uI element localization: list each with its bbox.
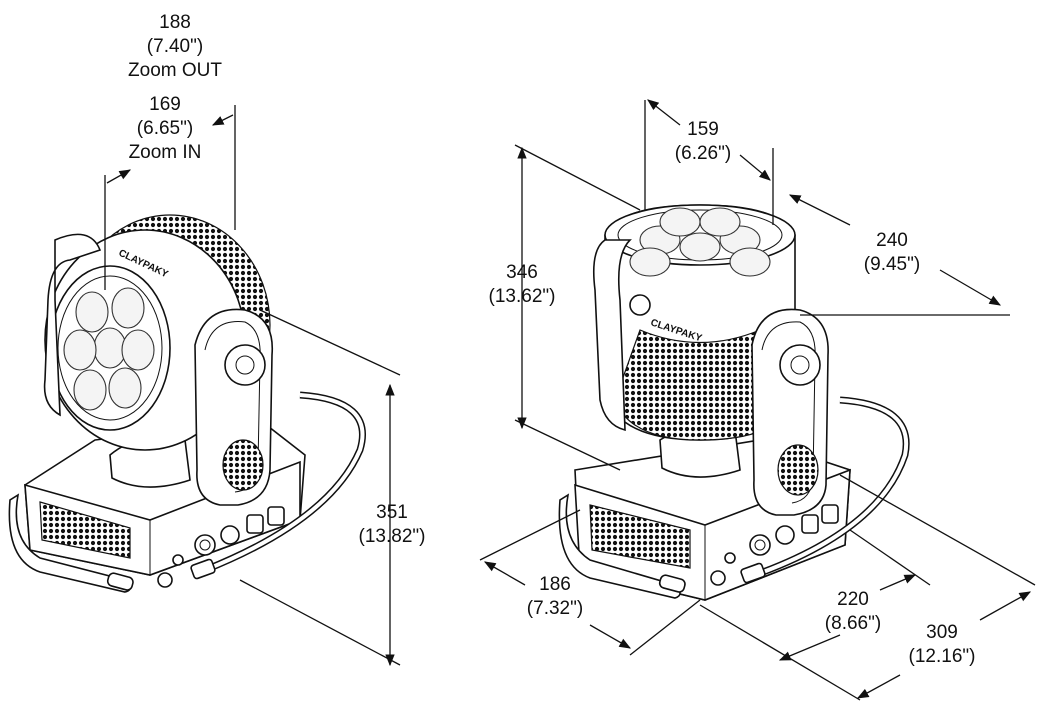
right-dimensions: 159 (6.26") 240 (9.45") 346 (13.62") 186…	[479, 99, 1036, 701]
right-height-inch: (13.62")	[489, 286, 556, 307]
left-head: CLAYPAKY	[43, 214, 274, 506]
right-height-mm: 346	[506, 262, 538, 283]
left-dimensions: 188 (7.40") Zoom OUT 169 (6.65") Zoom IN…	[104, 12, 426, 667]
right-total-depth-mm: 309	[926, 622, 958, 643]
left-height-inch: (13.82")	[359, 526, 426, 547]
left-height-mm: 351	[376, 502, 408, 523]
left-zoom-out-width-mm: 188	[159, 12, 191, 33]
left-zoom-in-label: Zoom IN	[129, 142, 202, 163]
right-base-depth-mm: 220	[837, 589, 869, 610]
left-zoom-in-width-inch: (6.65")	[137, 118, 193, 139]
right-lens-cluster	[629, 207, 771, 277]
left-lens-cluster	[63, 287, 155, 411]
right-head-depth-inch: (9.45")	[864, 254, 920, 275]
right-total-depth-inch: (12.16")	[909, 646, 976, 667]
right-head-diameter-inch: (6.26")	[675, 143, 731, 164]
right-base-width-inch: (7.32")	[527, 598, 583, 619]
left-zoom-out-label: Zoom OUT	[128, 60, 222, 81]
left-fixture-drawing: CLAYPAKY	[8, 214, 366, 593]
right-base-depth-inch: (8.66")	[825, 613, 881, 634]
right-head-depth-mm: 240	[876, 230, 908, 251]
right-fixture-drawing: CLAYPAKY	[558, 204, 910, 601]
left-zoom-out-width-inch: (7.40")	[147, 36, 203, 57]
right-head-diameter-mm: 159	[687, 119, 719, 140]
left-zoom-in-width-mm: 169	[149, 94, 181, 115]
right-base	[558, 396, 910, 601]
right-head: CLAYPAKY	[592, 204, 829, 516]
right-base-width-mm: 186	[539, 574, 571, 595]
